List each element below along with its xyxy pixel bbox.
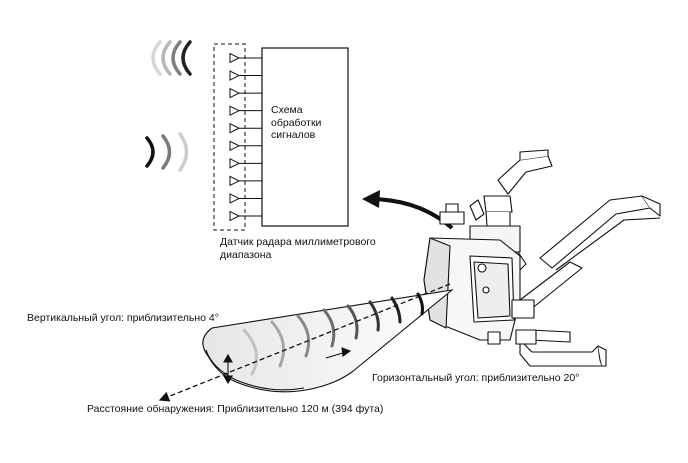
antenna-element <box>229 52 262 64</box>
processing-label-line3: сигналов <box>271 129 316 141</box>
antenna-element <box>229 175 262 187</box>
processing-label-line1: Схема <box>271 104 303 116</box>
bottom-waves-icon <box>145 132 189 172</box>
antenna-element <box>229 193 262 204</box>
antenna-array-frame <box>213 43 246 231</box>
signal-processing-label: Схема обработки сигналов <box>271 104 321 142</box>
antenna-element <box>229 122 262 134</box>
vertical-angle-label: Вертикальный угол: приблизительно 4° <box>27 312 219 324</box>
antenna-element <box>229 210 262 222</box>
antenna-element <box>229 70 262 81</box>
sensor-label-line2: диапазона <box>220 249 272 261</box>
antenna-element <box>229 158 262 169</box>
antenna-element <box>229 140 262 152</box>
top-waves-icon <box>151 40 192 76</box>
detection-distance-label: Расстояние обнаружения: Приблизительно 1… <box>87 403 384 415</box>
sensor-label-line1: Датчик радара миллиметрового <box>220 236 376 248</box>
beam-waves-icon <box>242 292 424 376</box>
vertical-angle-arrow <box>223 353 233 385</box>
processing-label-line2: обработки <box>271 116 322 129</box>
radar-beam <box>202 289 454 393</box>
antenna-elements <box>229 52 262 222</box>
antenna-element <box>229 105 262 116</box>
sensor-label: Датчик радара миллиметрового диапазона <box>220 236 376 262</box>
curved-arrow-head <box>362 190 380 208</box>
radar-sensor-unit <box>423 199 537 345</box>
horizontal-angle-arrow <box>325 347 352 359</box>
antenna-element <box>229 87 262 99</box>
horizontal-angle-label: Горизонтальный угол: приблизительно 20° <box>372 372 580 384</box>
signal-processing-block <box>261 47 349 227</box>
detection-distance-arrow <box>158 283 451 402</box>
